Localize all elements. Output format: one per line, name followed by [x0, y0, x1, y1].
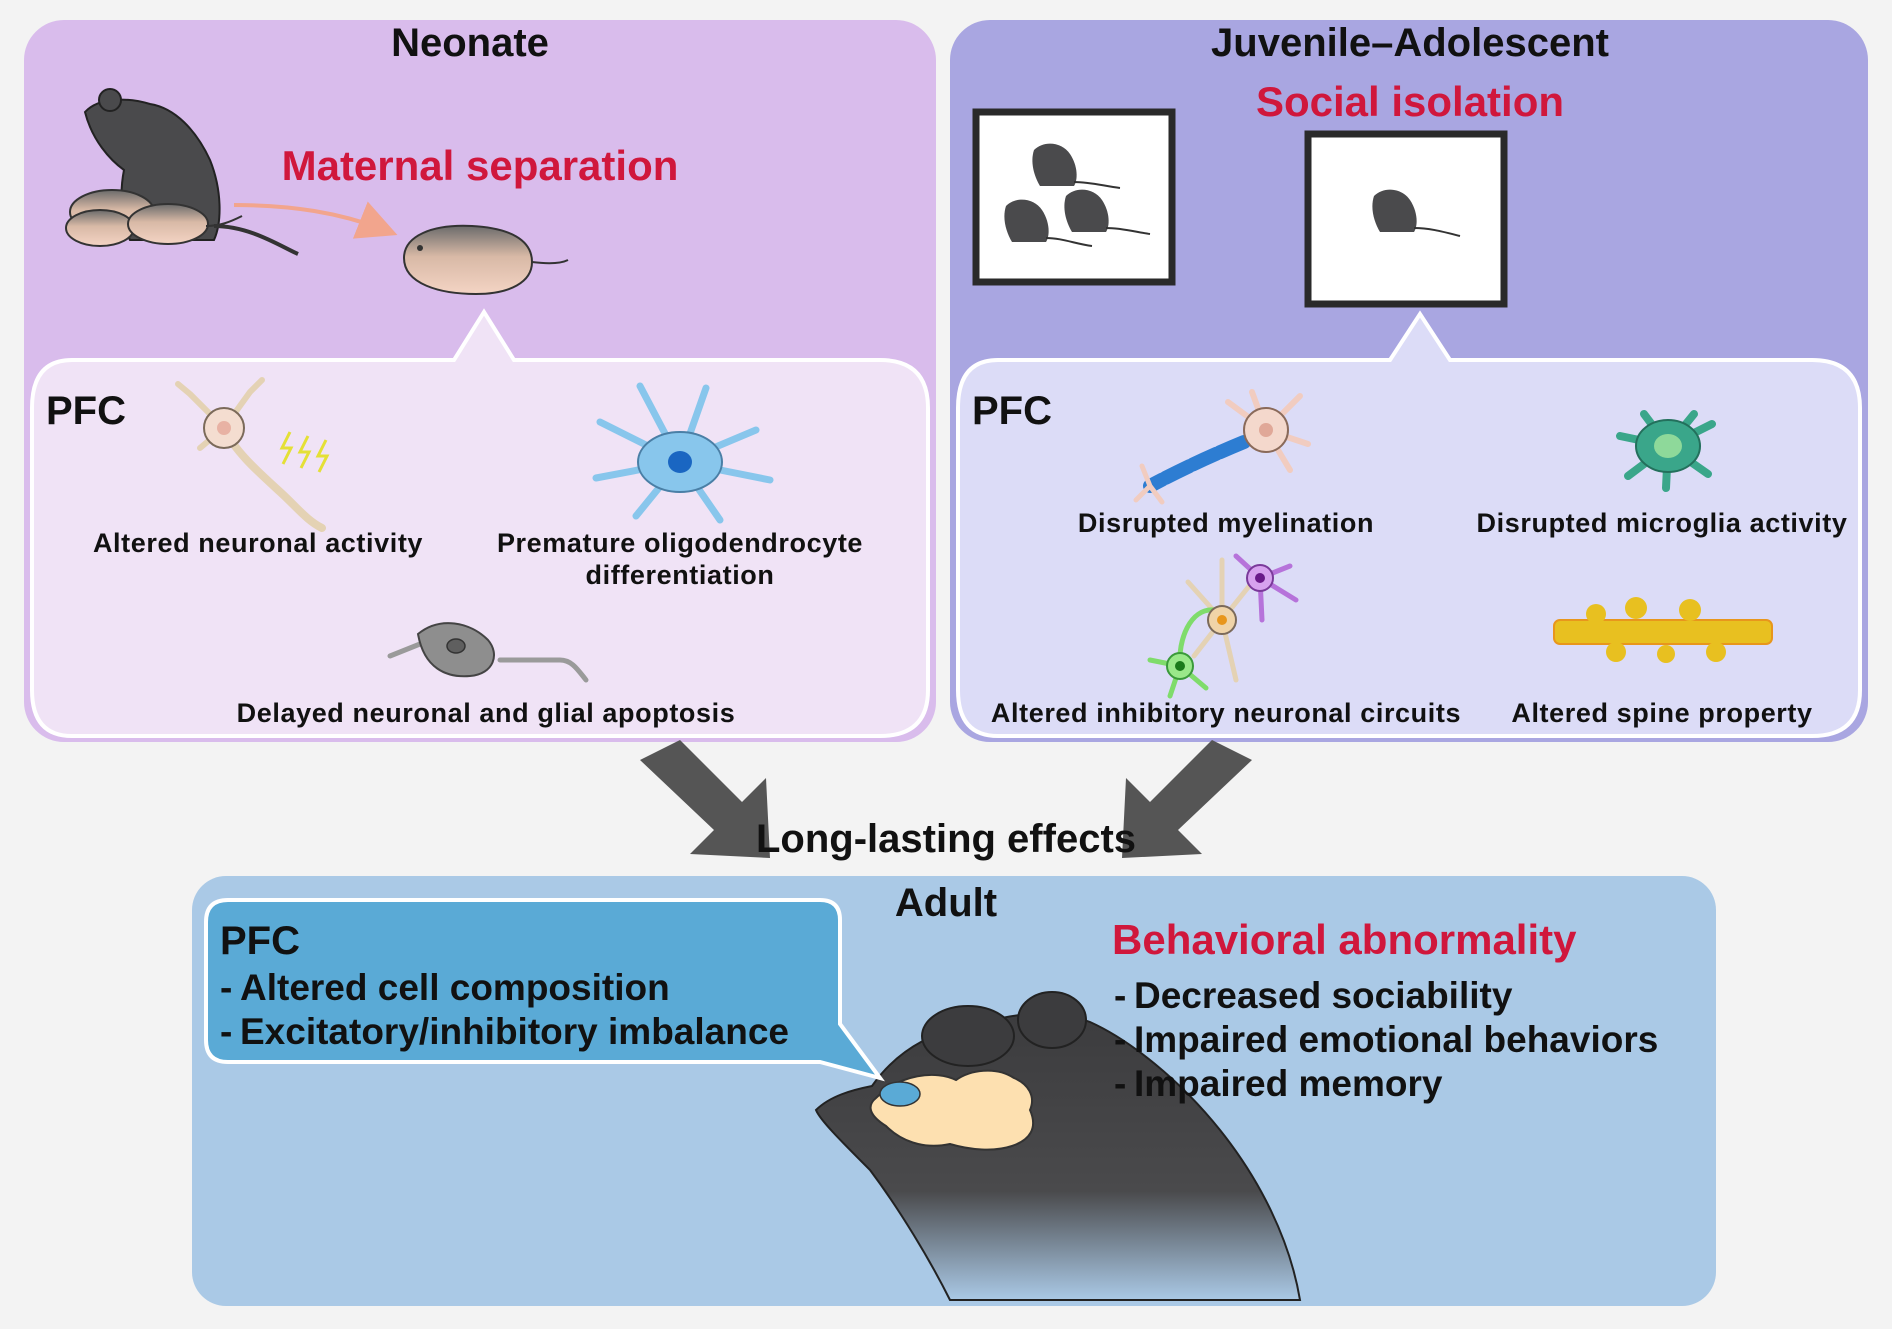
group-cage-icon	[972, 108, 1176, 286]
adult-pfc-label: PFC	[220, 919, 300, 963]
effect-altered-neuronal-activity: Altered neuronal activity	[93, 528, 423, 558]
juvenile-title: Juvenile–Adolescent	[1211, 21, 1609, 65]
neonate-pfc-label: PFC	[46, 389, 126, 433]
effect-disrupted-microglia: Disrupted microglia activity	[1477, 508, 1848, 538]
neonate-stressor: Maternal separation	[282, 142, 679, 189]
left-down-arrow-icon	[640, 740, 770, 858]
mother-mouse-icon	[83, 88, 299, 256]
effect-disrupted-myelination: Disrupted myelination	[1078, 508, 1374, 538]
adult-pfc-item-1: Altered cell composition	[240, 967, 670, 1008]
behavior-dash-1: -	[1114, 975, 1126, 1016]
pfc-region-icon	[879, 1081, 921, 1107]
isolated-cage-icon	[1304, 130, 1508, 308]
oligodendrocyte-icon	[592, 382, 774, 524]
neonate-pfc-bubble	[30, 308, 930, 738]
down-arrows	[640, 740, 1252, 858]
effect-premature-oligodendrocyte-2: differentiation	[586, 560, 775, 590]
effect-delayed-apoptosis: Delayed neuronal and glial apoptosis	[237, 698, 736, 728]
behavior-item-2: Impaired emotional behaviors	[1134, 1019, 1658, 1060]
behavior-title: Behavioral abnormality	[1112, 916, 1577, 963]
neonate-panel: Neonate Maternal separation PFC	[24, 20, 936, 742]
adult-title: Adult	[895, 881, 997, 925]
long-lasting-effects-label: Long-lasting effects	[756, 817, 1136, 861]
separation-arrow-icon	[233, 201, 398, 239]
dendritic-spine-icon	[1553, 597, 1773, 663]
effect-inhibitory-circuits: Altered inhibitory neuronal circuits	[991, 698, 1461, 728]
adult-pfc-item-2: Excitatory/inhibitory imbalance	[240, 1011, 789, 1052]
juvenile-stressor: Social isolation	[1256, 78, 1564, 125]
behavior-dash-3: -	[1114, 1063, 1126, 1104]
separated-pup-icon	[402, 224, 569, 296]
active-neuron-icon	[175, 377, 330, 532]
adult-pfc-bubble	[204, 898, 886, 1082]
pup-group-icon	[65, 189, 243, 247]
inhibitory-circuit-icon	[1147, 553, 1299, 699]
microglia-icon	[1616, 410, 1716, 492]
myelinated-neuron-icon	[1133, 389, 1311, 505]
right-down-arrow-icon	[1122, 740, 1252, 858]
apoptotic-cell-icon	[387, 622, 589, 683]
effect-spine-property: Altered spine property	[1511, 698, 1812, 728]
behavior-item-3: Impaired memory	[1134, 1063, 1443, 1104]
adult-panel: Adult PFC - Altered cell composition - E…	[192, 876, 1716, 1306]
behavior-item-1: Decreased sociability	[1134, 975, 1513, 1016]
neonate-title: Neonate	[391, 21, 549, 65]
adult-mouse-icon	[814, 991, 1302, 1301]
juvenile-panel: Juvenile–Adolescent Social isolation PFC	[950, 20, 1868, 742]
effect-premature-oligodendrocyte: Premature oligodendrocyte	[497, 528, 863, 558]
adult-pfc-dash-2: -	[220, 1011, 232, 1052]
juvenile-pfc-label: PFC	[972, 389, 1052, 433]
adult-pfc-dash-1: -	[220, 967, 232, 1008]
behavior-dash-2: -	[1114, 1019, 1126, 1060]
